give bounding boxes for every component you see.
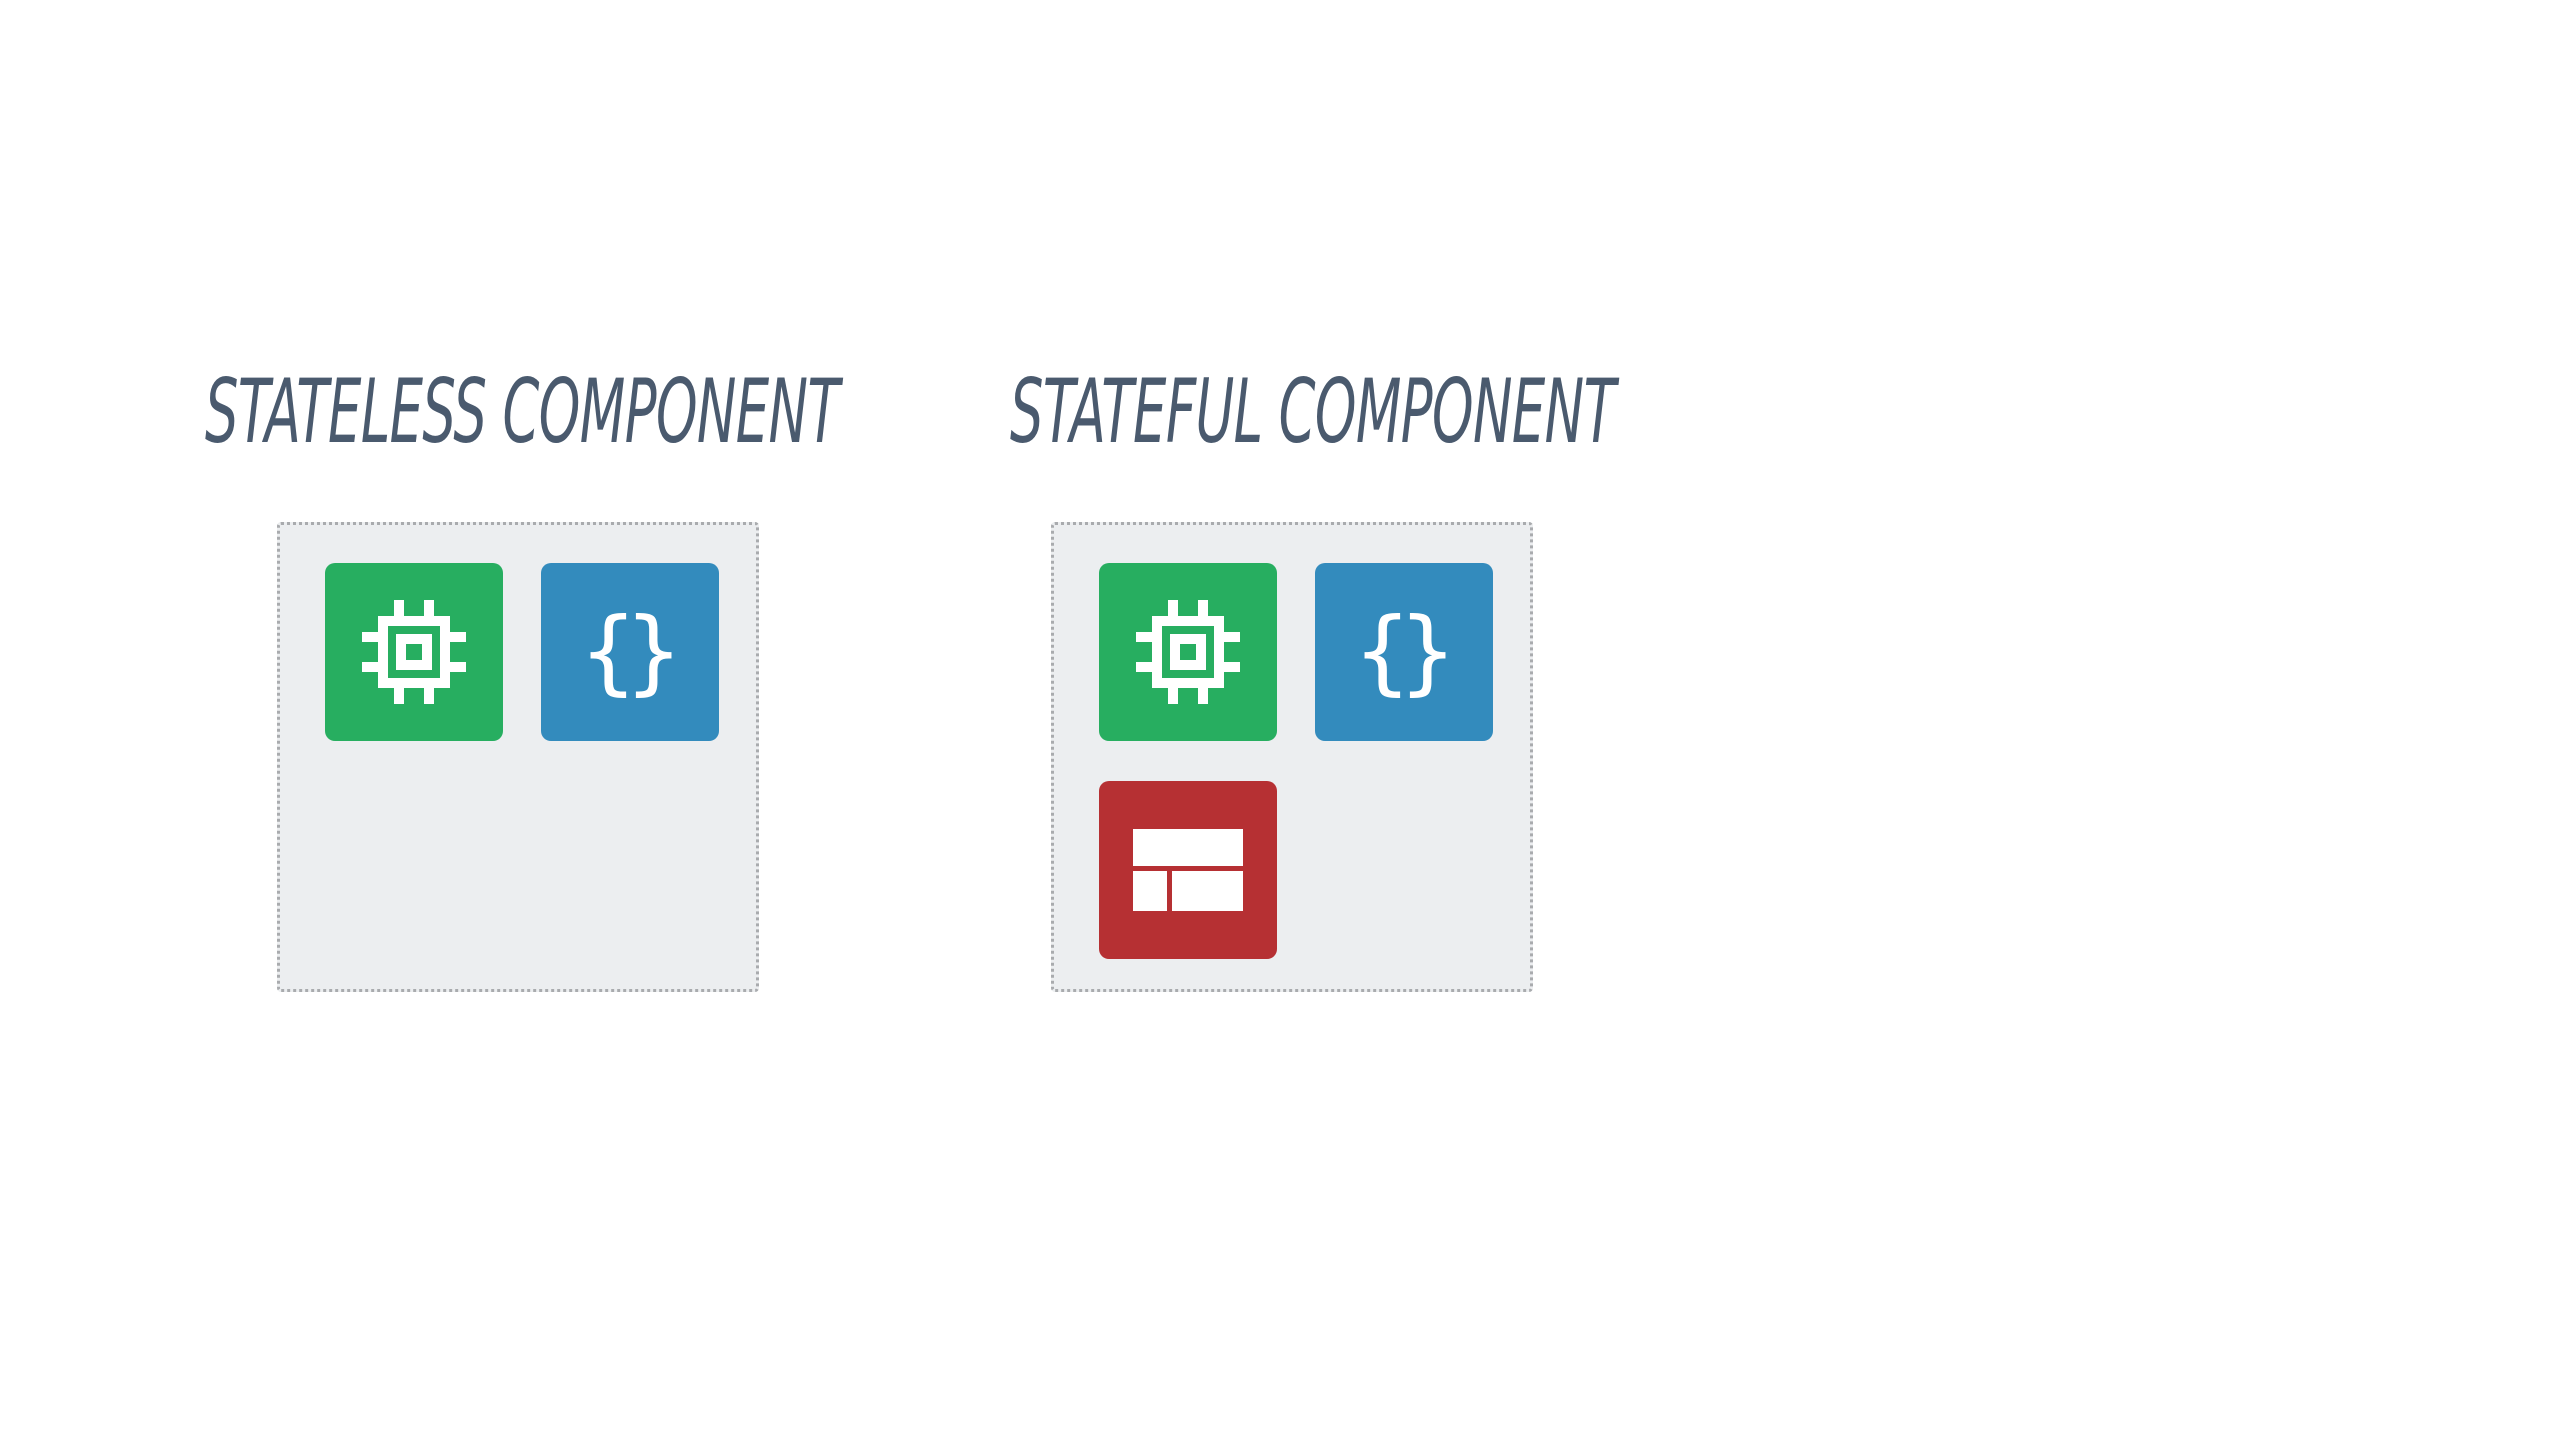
cpu-icon: [362, 600, 466, 704]
braces-icon: {}: [1354, 598, 1456, 705]
braces-icon: {}: [580, 598, 682, 705]
braces-tile: {}: [541, 563, 719, 741]
stateless-component-title: STATELESS COMPONENT: [205, 360, 840, 463]
layout-tile: [1099, 781, 1277, 959]
cpu-tile: [325, 563, 503, 741]
stateless-component-box: {}: [277, 522, 759, 992]
layout-icon: [1133, 829, 1243, 911]
cpu-tile: [1099, 563, 1277, 741]
cpu-icon: [1136, 600, 1240, 704]
stateful-component-box: {}: [1051, 522, 1533, 992]
stateful-component-title: STATEFUL COMPONENT: [1010, 360, 1616, 463]
braces-tile: {}: [1315, 563, 1493, 741]
